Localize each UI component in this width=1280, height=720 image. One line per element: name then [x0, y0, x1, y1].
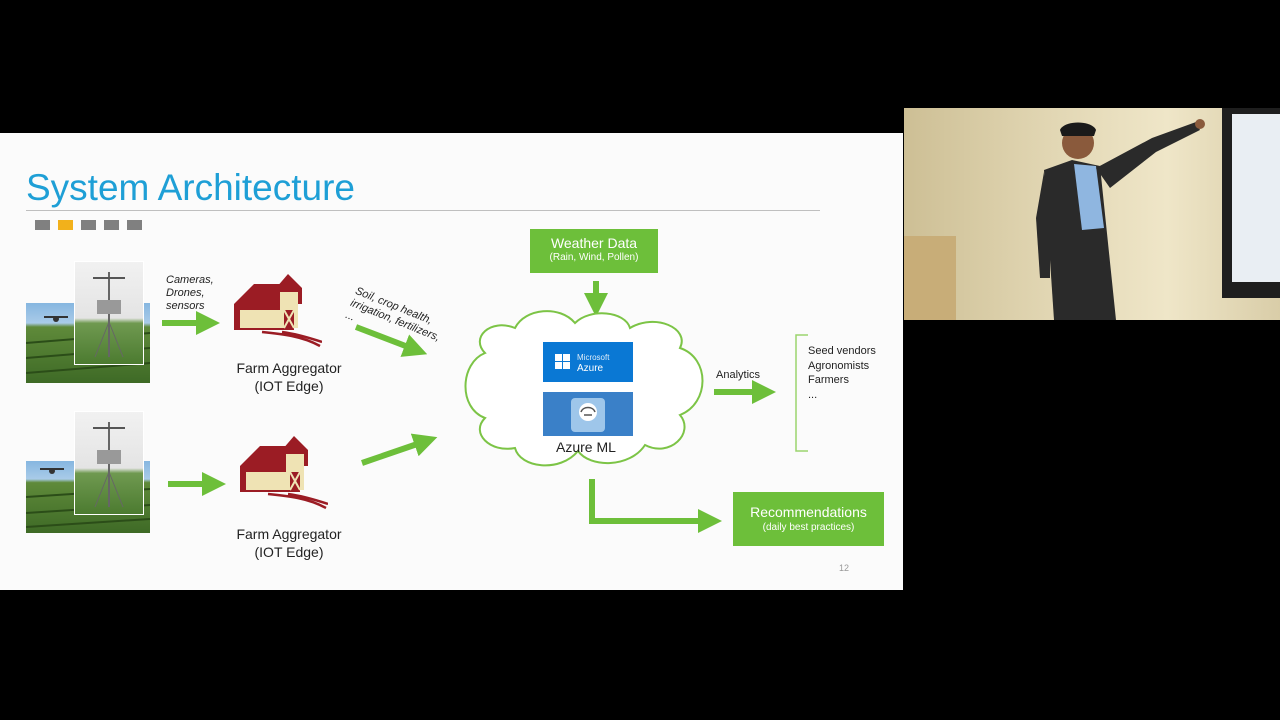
aggregator-label: Farm Aggregator (IOT Edge)	[224, 525, 354, 561]
arrow-to-cloud	[361, 433, 438, 466]
arrow-to-cloud	[354, 324, 428, 357]
inputs-label: Cameras, Drones, sensors	[166, 274, 214, 313]
weather-data-box: Weather Data (Rain, Wind, Pollen)	[530, 229, 658, 273]
presenter-figure	[1036, 119, 1205, 320]
page-number: 12	[839, 563, 850, 573]
progress-square-active	[58, 220, 73, 230]
consumer-item: ...	[808, 388, 818, 401]
brain-icon	[571, 398, 605, 432]
diagram-connectors	[162, 281, 808, 533]
analytics-label: Analytics	[716, 369, 761, 381]
slide-title: System Architecture	[26, 167, 356, 208]
recommendations-box: Recommendations (daily best practices)	[733, 492, 884, 546]
weather-station-photo	[74, 261, 144, 365]
inputs-line: sensors	[166, 300, 205, 312]
inputs-line: Drones,	[166, 287, 205, 299]
azure-tile: Microsoft Azure	[543, 342, 633, 382]
cloud-shape	[464, 310, 704, 467]
podium	[904, 236, 956, 320]
aggregator-subtitle: (IOT Edge)	[254, 544, 324, 560]
windows-logo-icon	[555, 354, 570, 369]
aggregator-name: Farm Aggregator	[236, 360, 342, 376]
aggregator-name: Farm Aggregator	[236, 526, 342, 542]
barn-icon	[234, 274, 322, 348]
progress-square	[81, 220, 96, 230]
projection-screen	[1222, 108, 1280, 298]
weather-title: Weather Data	[550, 235, 638, 251]
aggregator-label: Farm Aggregator (IOT Edge)	[224, 359, 354, 395]
inputs-line: Cameras,	[166, 274, 214, 286]
slide: System Architecture	[0, 133, 903, 590]
presenter-video	[904, 108, 1280, 320]
recommendations-subtitle: (daily best practices)	[762, 522, 855, 533]
title-rule	[26, 210, 820, 211]
projection-screen-image	[1232, 114, 1280, 282]
consumer-item: Seed vendors	[808, 345, 876, 357]
progress-square	[104, 220, 119, 230]
recommendations-title: Recommendations	[750, 504, 867, 520]
consumer-item: Farmers	[808, 374, 849, 386]
consumer-item: Agronomists	[808, 359, 870, 372]
consumer-bracket	[795, 334, 808, 452]
azure-ml-tile	[543, 392, 633, 436]
weather-station-photo	[74, 411, 144, 515]
azure-brand: Azure	[577, 363, 604, 374]
aggregator-subtitle: (IOT Edge)	[254, 378, 324, 394]
azure-ml-label: Azure ML	[556, 439, 616, 455]
arrow-recommendations	[589, 479, 722, 533]
weather-subtitle: (Rain, Wind, Pollen)	[549, 252, 639, 263]
progress-square	[127, 220, 142, 230]
microsoft-brand: Microsoft	[577, 353, 610, 362]
consumer-list: Seed vendors Agronomists Farmers ...	[808, 344, 876, 402]
progress-square	[35, 220, 50, 230]
barn-icon	[240, 436, 328, 510]
